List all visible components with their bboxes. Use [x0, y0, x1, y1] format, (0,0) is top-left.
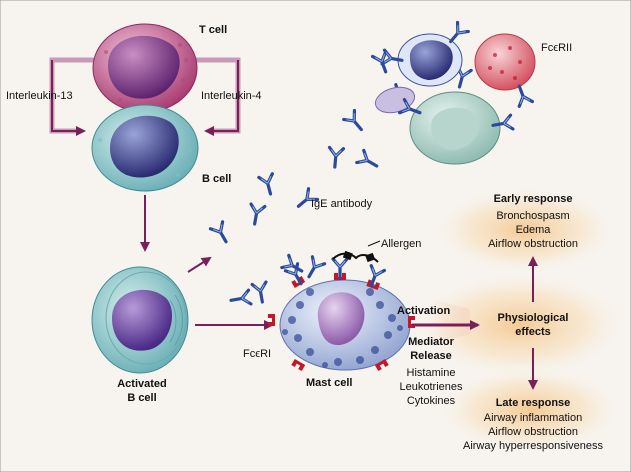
early-response-item: Airflow obstruction	[488, 238, 578, 250]
fc-eps-ri-label: FcϵRI	[243, 348, 272, 360]
activation-label: Activation	[397, 305, 451, 317]
b-cell-label: B cell	[202, 173, 232, 185]
late-response-title: Late response	[495, 397, 571, 409]
early-response-title: Early response	[493, 193, 573, 205]
physiological-effects-label-line1: Physiological	[497, 312, 569, 324]
mediator-cytokines: Cytokines	[406, 395, 456, 407]
mediator-release-label-line2: Release	[410, 350, 452, 362]
mast-cell-label: Mast cell	[306, 377, 353, 389]
ige-antibody-label: IgE antibody	[311, 198, 373, 210]
t-cell-label: T cell	[199, 24, 228, 36]
fc-eps-rii-label: FcϵRII	[541, 42, 573, 54]
late-response-item: Airway inflammation	[483, 412, 583, 424]
interleukin-13-label: Interleukin-13	[6, 90, 73, 102]
interleukin-4-label: Interleukin-4	[201, 90, 262, 102]
physiological-effects-label-line2: effects	[515, 326, 551, 338]
late-response-item: Airway hyperresponsiveness	[462, 440, 603, 452]
mediator-release-label-line1: Mediator	[408, 336, 454, 348]
early-response-item: Bronchospasm	[496, 210, 570, 222]
mediator-leukotrienes: Leukotrienes	[399, 381, 463, 393]
allergen-label: Allergen	[381, 238, 422, 250]
early-response-item: Edema	[515, 224, 551, 236]
mediator-histamine: Histamine	[406, 367, 456, 379]
activated-b-cell-label-line1: Activated	[117, 378, 167, 390]
late-response-item: Airflow obstruction	[488, 426, 578, 438]
activated-b-cell-label-line2: B cell	[127, 392, 157, 404]
